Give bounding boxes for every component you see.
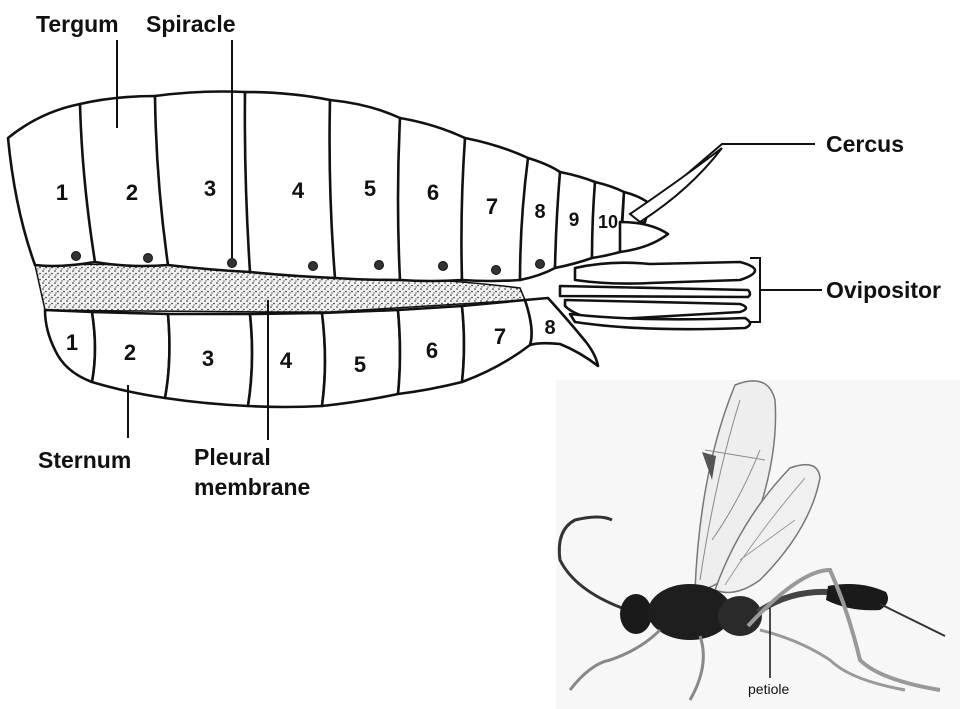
tergum-segment-6 [396,116,467,283]
petiole-label: petiole [748,681,789,697]
tergum-number-8: 8 [534,201,545,223]
wasp-hind-leg-2 [759,628,906,692]
spiracle-dot-5 [374,260,384,270]
wasp-hind-leg [746,567,941,692]
spiracle-dot-6 [438,261,448,271]
wasp-antenna [557,515,623,610]
cercus-label: Cercus [826,131,904,157]
spiracle-dot-3 [227,258,237,268]
tergum-segment-1 [6,102,97,268]
leader-lines [116,40,822,440]
tergum-label: Tergum [36,11,119,37]
sternum-number-2: 2 [124,340,136,365]
spiracles [71,251,545,275]
terga-numbers: 1 2 3 4 5 6 7 8 9 10 [56,176,618,232]
tergum-segment-3 [153,90,252,274]
tergum-segment-8 [518,156,562,282]
ovipositor-valve-2 [558,284,752,299]
wasp-propodeum [718,596,762,636]
spiracle-label: Spiracle [146,11,236,37]
sterna-numbers: 1 2 3 4 5 6 7 8 [66,317,556,377]
ovipositor-label: Ovipositor [826,277,941,303]
spiracle-dot-2 [143,253,153,263]
wasp-thorax [648,584,732,640]
spiracle-dot-1 [71,251,81,261]
tergum-number-6: 6 [427,180,439,205]
wasp-mid-leg [688,635,705,701]
tergum-number-10: 10 [598,212,618,232]
tergum-number-2: 2 [126,180,138,205]
sterna-group [43,296,600,409]
sternum-number-4: 4 [280,348,293,373]
tergum-number-5: 5 [364,176,376,201]
tergum-segment-10 [590,180,626,260]
sternum-number-5: 5 [354,352,366,377]
ovipositor-valve-1 [573,260,757,285]
sternum-number-6: 6 [426,338,438,363]
wasp-head [620,594,652,634]
ovipositor-valve-4 [568,312,752,331]
tergum-segment-5 [328,98,402,282]
sternum-number-7: 7 [494,324,506,349]
anal-lobe [618,220,670,254]
tergum-segment-7 [460,136,530,283]
pleural-label-line1: Pleural [194,444,271,470]
spiracle-dot-7 [491,265,501,275]
sternum-number-3: 3 [202,346,214,371]
wasp-ovipositor [879,603,946,637]
spiracle-dot-8 [535,259,545,269]
wasp-illustration: petiole [556,380,960,709]
sternum-number-8: 8 [544,317,555,339]
wasp-hindwing-vein [724,477,806,586]
sternum-label: Sternum [38,447,131,473]
spiracle-dot-4 [308,261,318,271]
sternum-number-1: 1 [66,330,78,355]
tergum-segment-2 [78,94,170,268]
tergum-segment-9 [553,170,597,270]
ovipositor-valves [558,260,757,331]
tergum-number-3: 3 [204,176,216,201]
wasp-forewing-vein [699,399,766,581]
tergum-number-7: 7 [486,194,498,219]
sternum-segment-8 [523,296,600,368]
terga-group [6,90,652,283]
wasp-front-leg [568,628,662,691]
cercus-shape [628,147,723,224]
tergum-segment-4 [243,90,337,280]
tergum-number-4: 4 [292,178,305,203]
wasp-stigma [702,452,716,480]
ovipositor-valve-3 [563,298,748,322]
pleural-label-line2: membrane [194,474,310,500]
tergum-number-9: 9 [569,210,580,231]
tergum-number-1: 1 [56,180,68,205]
